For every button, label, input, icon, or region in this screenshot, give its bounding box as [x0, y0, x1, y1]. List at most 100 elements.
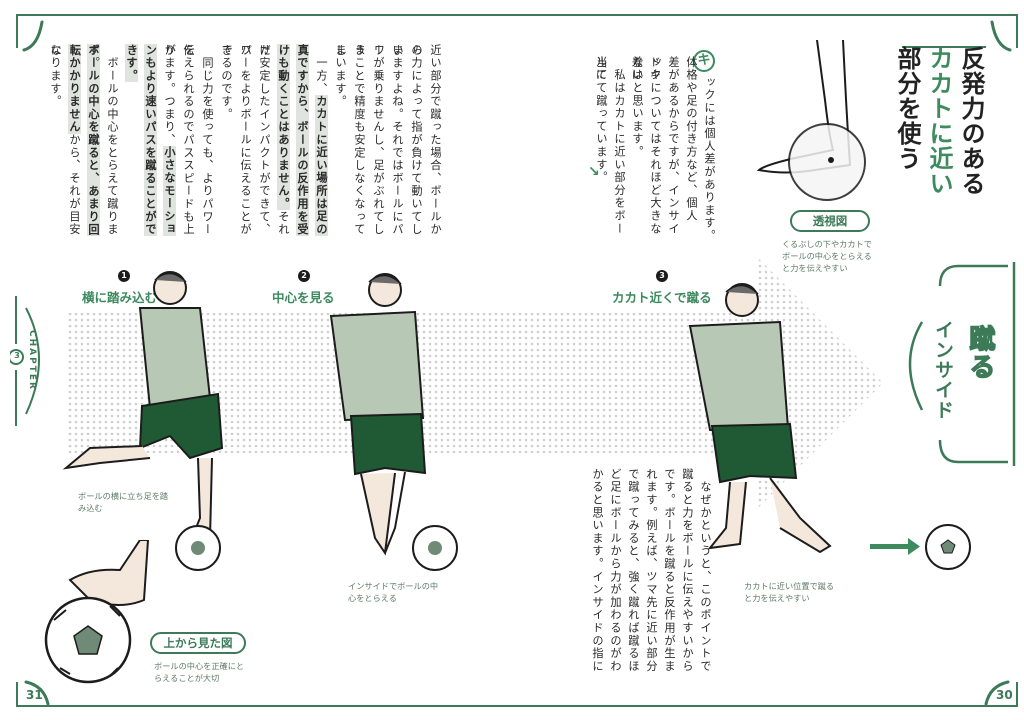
body-text: ります。つまり、 — [163, 44, 176, 147]
title-rule — [902, 46, 986, 48]
top-view-caption: ボールの中心を正確にと らえることが大切 — [154, 660, 244, 684]
left-body-col: 同じ力を使っても、よりパワーを — [182, 44, 216, 244]
left-body-col: がかかりませんから、それが目安に — [49, 44, 83, 244]
right-body-col-2: 蹴ると力をボールに伝えやすいから — [681, 468, 694, 673]
right-body-col-4: れます。例えば、ツマ先に近い部分 — [645, 468, 658, 673]
body-text: 近い部分で蹴った場合、ボールから — [410, 44, 442, 236]
page-frame-right-bottom — [1016, 682, 1018, 707]
ball-trajectory-arrow — [870, 524, 971, 570]
step-3-caption-line-1: カカトに近い位置で蹴る — [744, 581, 835, 591]
step-2-caption: インサイドでボールの中 心をとらえる — [348, 580, 438, 604]
page-frame-right-top — [1016, 14, 1018, 48]
corner-arc-bottom-right — [984, 680, 1010, 706]
intro-col-3: 差があるからですが、インサイドキ — [648, 56, 680, 236]
right-body-col-7: かると思います。インサイドの指に — [591, 468, 604, 673]
xray-label: 透視図 — [790, 210, 870, 232]
step-2-caption-line-1: インサイドでボールの中 — [348, 581, 439, 591]
left-body-col: ボールの中心を蹴ると、あまり回転 — [68, 44, 102, 244]
drop-cap: キ — [693, 50, 715, 72]
highlighted-text: ても動くことはありません。 — [277, 44, 290, 211]
left-body-col: ワーをよりボールに伝えることがで — [220, 44, 254, 244]
step-1-caption-line-2: み込む — [78, 503, 103, 513]
top-view-caption-line-2: らえることが大切 — [154, 673, 220, 683]
player-step-2-illustration — [329, 273, 458, 571]
page-frame-left-bottom — [16, 682, 18, 707]
step-3-number: 3 — [656, 270, 668, 282]
step-1-caption-line-1: ボールの横に立ち足を踏 — [78, 491, 169, 501]
left-body-col: 一方、カカトに近い場所は足の真 — [296, 44, 330, 244]
continue-arrow-icon: ↘ — [588, 164, 600, 180]
top-view-label: 上から見た図 — [150, 632, 246, 654]
right-body-col-3: です。ボールを蹴ると反作用が生ま — [663, 468, 676, 673]
chapter-number: 3 — [14, 351, 20, 360]
step-3-label: カカト近くで蹴る — [612, 290, 712, 305]
left-body-col: まいます。 — [330, 44, 349, 244]
title-line-2: カカトに近い — [925, 46, 953, 196]
xray-caption-line-2: ボールの中心をとらえる — [782, 251, 872, 261]
body-text: の力によって指が負けて動いてしま — [391, 44, 423, 236]
body-text: それだ — [258, 44, 290, 237]
player-step-1-illustration — [62, 271, 224, 571]
top-view-illustration — [44, 540, 150, 684]
left-body-col: ても動くことはありません。それだ — [258, 44, 292, 244]
corner-arc-top-right — [990, 20, 1012, 52]
body-text: 一方、 — [315, 44, 328, 96]
step-1-caption: ボールの横に立ち足を踏 み込む — [78, 490, 168, 514]
left-body-col: ーが乗りませんし、足がぶれてしま — [353, 44, 387, 244]
highlighted-text: がかかりません — [68, 44, 81, 134]
left-body-col: 下ですから、ボールの反作用を受け — [277, 44, 311, 244]
left-body-col: なります。 — [45, 44, 64, 244]
page-number-left: 31 — [26, 688, 43, 702]
step-2-label: 中心を見る — [272, 290, 335, 305]
left-body-col: きるのです。 — [216, 44, 235, 244]
player-step-3-illustration — [688, 283, 832, 554]
corner-arc-top-left — [22, 20, 44, 52]
xray-caption: くるぶしの下やカカトで ボールの中心をとらえる と力を伝えやすい — [782, 238, 872, 274]
body-text: うことで精度も安定しなくなってし — [334, 44, 366, 236]
body-text: まいます。 — [334, 44, 347, 108]
left-body-col: ます。 — [121, 44, 140, 244]
step-3-caption-line-2: と力を伝えやすい — [744, 593, 810, 603]
body-text: ーが乗りませんし、足がぶれてしま — [353, 44, 385, 236]
page-title: 反発力のある カカトに近い 部分を使う — [892, 46, 986, 216]
page-frame-top — [16, 14, 1018, 16]
left-body-col: 伝えられるのでパススピードも上が — [163, 44, 197, 244]
intro-col-1: ックには個人差があります。 — [703, 76, 716, 243]
title-line-1: 反発力のある — [957, 46, 985, 196]
right-body-col-1: なぜかというと、このポイントで — [699, 468, 712, 673]
step-1-label: 横に踏み込む — [82, 290, 158, 305]
xray-caption-line-3: と力を伝えやすい — [782, 263, 848, 273]
section-tab-frame — [908, 262, 1016, 466]
step-1-number: 1 — [118, 270, 130, 282]
corner-arc-bottom-left — [24, 680, 50, 706]
left-body-col: いますよね。それではボールにパワ — [372, 44, 406, 244]
dotted-flow-arrow — [68, 258, 883, 508]
body-text: いますよね。それではボールにパワ — [372, 44, 404, 236]
page-frame-left-top — [16, 14, 18, 48]
xray-caption-line-1: くるぶしの下やカカトで — [782, 239, 872, 249]
foot-xray-illustration — [756, 40, 866, 201]
page-number-right: 30 — [996, 688, 1013, 702]
body-text: 伝えられるのでパススピードも上が — [163, 44, 195, 236]
body-text: から、それが目安に — [49, 44, 81, 237]
left-body-col: の力によって指が負けて動いてしま — [391, 44, 425, 244]
body-text: 同じ力を使っても、よりパワーを — [182, 44, 214, 236]
left-body-col: ります。つまり、小さなモーション — [144, 44, 178, 244]
left-body-col: でもより速いパスを蹴ることができ — [125, 44, 159, 244]
body-text: なります。 — [49, 44, 62, 108]
section-tab-sub: インサイド — [932, 320, 954, 420]
intro-col-7: 当てて蹴っています。 — [595, 56, 608, 184]
step-2-caption-line-2: 心をとらえる — [348, 593, 397, 603]
chapter-label: CHAPTER — [27, 330, 37, 391]
body-text: ワーをよりボールに伝えることがで — [220, 44, 252, 236]
title-line-3: 部分を使う — [893, 46, 921, 171]
body-text: ボールの中心をとらえて蹴ります。 — [87, 44, 119, 236]
left-body-col: け安定したインパクトができて、パ — [239, 44, 273, 244]
body-text: きるのです。 — [220, 44, 233, 121]
body-text: け安定したインパクトができて、パ — [239, 44, 271, 236]
intro-col-4: ックについてはそれほど大きな差は — [630, 56, 662, 236]
intro-col-5: ないと思います。 — [631, 56, 644, 159]
left-body-text: 近い部分で蹴った場合、ボールからの力によって指が負けて動いてしまいますよね。それ… — [44, 44, 444, 244]
intro-col-6: 私はカカトに近い部分をボールに — [594, 56, 626, 236]
left-body-col: うことで精度も安定しなくなってし — [334, 44, 368, 244]
